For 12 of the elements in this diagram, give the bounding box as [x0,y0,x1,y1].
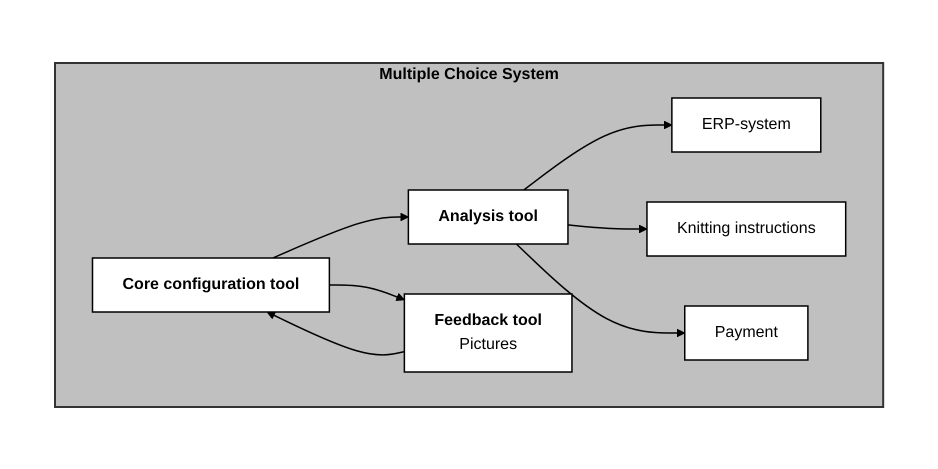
arrow [516,242,686,337]
arrow [329,284,405,301]
arrow [568,224,648,233]
node-box: ERP-system [671,96,822,152]
node-box: Knitting instructions [646,200,846,256]
node-box: Payment [684,304,809,360]
arrow [272,212,409,258]
node-box: Analysis tool [408,188,569,244]
node-box: Feedback tool Pictures [404,292,573,372]
arrow [523,120,672,190]
arrow [266,310,404,356]
node-box: Core configuration tool [92,256,330,312]
